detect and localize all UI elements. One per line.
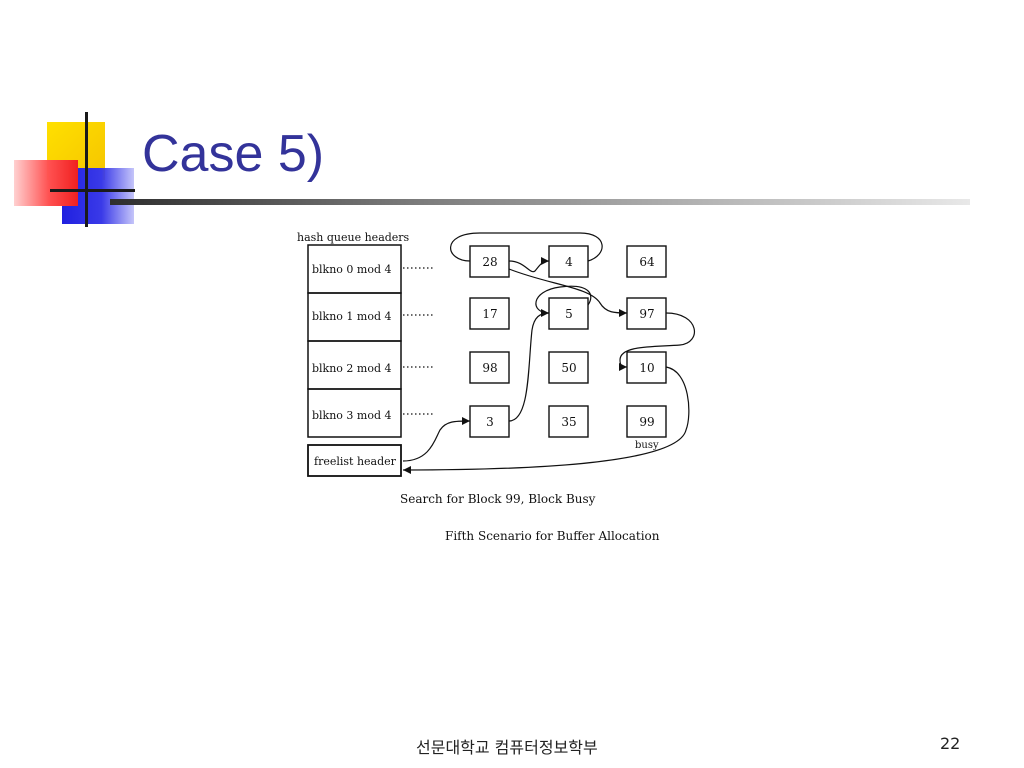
arrowheads bbox=[403, 257, 627, 474]
decor-vertical-line bbox=[85, 112, 88, 227]
header-row-3 bbox=[307, 388, 402, 438]
dotted-leaders bbox=[403, 267, 435, 415]
arrow-to-3 bbox=[462, 417, 470, 425]
block-35 bbox=[548, 405, 589, 438]
block-label-10: 10 bbox=[639, 361, 654, 375]
block-label-64: 64 bbox=[639, 255, 655, 269]
buffer-allocation-diagram: hash queue headers blkno 0 mod 4 blkno 1… bbox=[290, 225, 710, 555]
link-10-freelist bbox=[402, 366, 690, 471]
freelist-link-28-97 bbox=[508, 268, 628, 314]
block-99 bbox=[626, 405, 667, 438]
block-label-99: 99 bbox=[639, 415, 654, 429]
footer-institution: 선문대학교 컴퓨터정보학부 bbox=[416, 738, 598, 757]
block-28 bbox=[469, 245, 510, 278]
freelist-header-box bbox=[307, 444, 402, 477]
arrow-to-4 bbox=[541, 257, 549, 265]
block-5 bbox=[548, 297, 589, 330]
block-label-17: 17 bbox=[482, 307, 497, 321]
link-5-4 bbox=[535, 285, 592, 314]
title-underline bbox=[110, 199, 970, 205]
arrow-to-97 bbox=[619, 309, 627, 317]
diagram-caption: Search for Block 99, Block Busy bbox=[400, 492, 596, 506]
header-label-3: blkno 3 mod 4 bbox=[312, 409, 392, 422]
link-freelist-3 bbox=[402, 420, 471, 462]
block-50 bbox=[548, 351, 589, 384]
header-label-1: blkno 1 mod 4 bbox=[312, 310, 392, 323]
arrow-to-freelist bbox=[403, 466, 411, 474]
block-label-97: 97 bbox=[639, 307, 654, 321]
arrow-to-5 bbox=[541, 309, 549, 317]
header-column: blkno 0 mod 4 blkno 1 mod 4 blkno 2 mod … bbox=[307, 244, 402, 438]
block-label-98: 98 bbox=[482, 361, 497, 375]
block-labels: 28 4 64 17 5 97 98 50 10 3 35 99 bbox=[482, 255, 655, 429]
block-label-5: 5 bbox=[565, 307, 573, 321]
block-label-3: 3 bbox=[486, 415, 494, 429]
block-label-35: 35 bbox=[561, 415, 576, 429]
slide-title: Case 5) bbox=[142, 125, 325, 183]
block-label-4: 4 bbox=[565, 255, 573, 269]
decor-horizontal-line bbox=[50, 189, 135, 192]
block-98 bbox=[469, 351, 510, 384]
diagram-svg: hash queue headers blkno 0 mod 4 blkno 1… bbox=[297, 231, 695, 543]
buffer-blocks bbox=[469, 245, 667, 438]
block-label-28: 28 bbox=[482, 255, 497, 269]
block-64 bbox=[626, 245, 667, 278]
block-label-50: 50 bbox=[561, 361, 576, 375]
arrow-to-10 bbox=[619, 363, 627, 371]
queue0-outer-link bbox=[450, 232, 603, 262]
figure-caption: Fifth Scenario for Buffer Allocation bbox=[445, 529, 660, 543]
block-97 bbox=[626, 297, 667, 330]
link-3-5 bbox=[508, 312, 550, 422]
hash-queue-headers-label: hash queue headers bbox=[297, 231, 410, 244]
freelist-header-label: freelist header bbox=[314, 455, 397, 468]
page-number: 22 bbox=[940, 734, 961, 753]
header-label-0: blkno 0 mod 4 bbox=[312, 263, 392, 276]
decor-red-square bbox=[14, 160, 78, 206]
busy-label: busy bbox=[635, 440, 659, 451]
block-17 bbox=[469, 297, 510, 330]
header-label-2: blkno 2 mod 4 bbox=[312, 362, 392, 375]
